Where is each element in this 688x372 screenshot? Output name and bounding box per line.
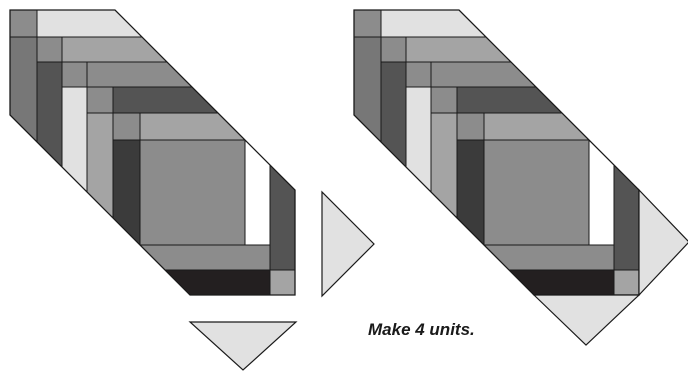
right-unit <box>354 10 688 346</box>
log-cabin-block-left <box>10 10 295 295</box>
triangle-right-loose <box>321 190 375 298</box>
instruction-caption: Make 4 units. <box>368 320 475 339</box>
triangle-right-attached <box>638 188 688 297</box>
triangle-bottom-attached <box>532 294 641 346</box>
log-cabin-block-right <box>354 10 639 295</box>
triangle-bottom-loose <box>188 321 298 371</box>
left-unit <box>10 10 375 371</box>
